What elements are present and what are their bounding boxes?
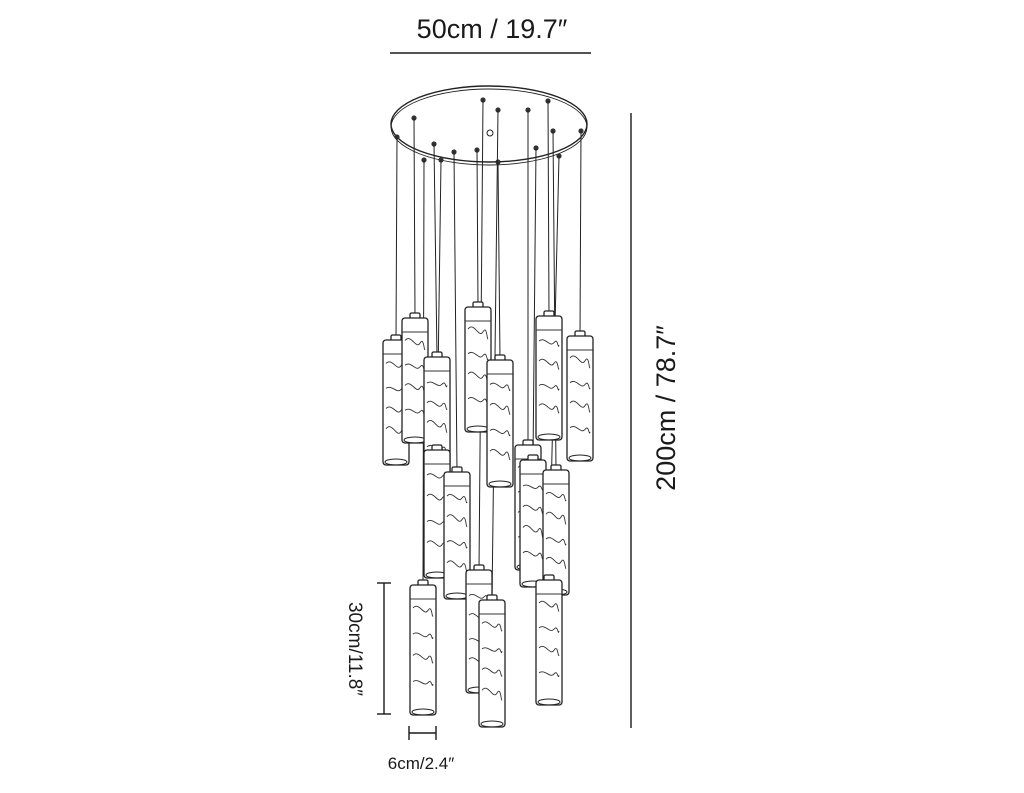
marble-vein bbox=[426, 420, 448, 433]
pendant-lights bbox=[382, 301, 594, 728]
pendant-body bbox=[486, 359, 514, 488]
tube-diameter-label: 6cm/2.4″ bbox=[388, 754, 455, 773]
suspension-wire-13 bbox=[547, 100, 550, 317]
pendant-bottom bbox=[488, 480, 512, 488]
marble-vein bbox=[489, 428, 511, 437]
suspension-wire-2 bbox=[413, 117, 416, 319]
canopy-center-screw bbox=[486, 129, 494, 137]
marble-vein bbox=[446, 494, 468, 504]
marble-vein bbox=[446, 514, 468, 527]
suspension-wire-7 bbox=[476, 149, 479, 308]
pendant-body bbox=[478, 599, 506, 728]
pendant-tube-7 bbox=[464, 301, 492, 433]
marble-vein bbox=[538, 339, 560, 347]
marble-vein bbox=[489, 382, 511, 391]
marble-vein bbox=[489, 403, 511, 415]
marble-vein bbox=[569, 426, 591, 434]
pendant-bottom bbox=[384, 458, 408, 466]
pendant-tube-3 bbox=[423, 351, 451, 481]
tube-diameter-dimension: 6cm/2.4″ bbox=[388, 726, 455, 773]
marble-vein bbox=[538, 358, 560, 370]
pendant-bottom bbox=[568, 454, 592, 462]
marble-vein bbox=[522, 525, 544, 538]
pendant-tube-13 bbox=[535, 310, 563, 441]
marble-vein bbox=[412, 605, 434, 617]
marble-vein bbox=[426, 400, 448, 410]
marble-vein bbox=[538, 626, 560, 633]
marble-vein bbox=[545, 492, 567, 502]
suspension-wire-3 bbox=[433, 143, 438, 358]
pendant-tube-14 bbox=[542, 464, 570, 596]
marble-vein bbox=[538, 671, 560, 678]
pendant-body bbox=[566, 335, 594, 462]
marble-vein bbox=[412, 653, 434, 664]
pendant-body bbox=[409, 584, 437, 716]
marble-vein bbox=[446, 540, 468, 549]
marble-vein bbox=[545, 511, 567, 525]
suspension-wire-1 bbox=[395, 136, 398, 341]
pendant-tube-12 bbox=[519, 454, 547, 588]
canopy-rim bbox=[390, 88, 588, 166]
pendant-body bbox=[535, 579, 563, 706]
marble-vein bbox=[467, 326, 489, 340]
canopy-disc bbox=[390, 85, 588, 163]
height-label: 200cm / 78.7″ bbox=[651, 325, 681, 491]
marble-vein bbox=[489, 449, 511, 460]
pendant-bottom bbox=[480, 720, 504, 728]
marble-vein bbox=[545, 557, 567, 569]
marble-vein bbox=[538, 600, 560, 612]
pendant-bottom bbox=[537, 698, 561, 706]
marble-vein bbox=[446, 560, 468, 573]
marble-vein bbox=[522, 504, 544, 514]
suspension-wire-5 bbox=[453, 151, 458, 473]
pendant-tube-6 bbox=[409, 579, 437, 716]
marble-vein bbox=[569, 355, 591, 369]
marble-vein bbox=[569, 400, 591, 413]
suspension-wire-12 bbox=[532, 147, 537, 461]
marble-vein bbox=[481, 647, 503, 654]
marble-vein bbox=[412, 632, 434, 639]
marble-vein bbox=[426, 381, 448, 388]
tube-length-label: 30cm/11.8″ bbox=[344, 602, 365, 696]
marble-vein bbox=[481, 621, 503, 632]
marble-vein bbox=[522, 484, 544, 491]
pendant-tube-16 bbox=[566, 330, 594, 462]
marble-vein bbox=[522, 551, 544, 560]
marble-vein bbox=[481, 667, 503, 677]
pendant-tube-15 bbox=[535, 574, 563, 706]
ceiling-canopy bbox=[390, 85, 588, 166]
pendant-tube-10 bbox=[478, 594, 506, 728]
marble-vein bbox=[467, 352, 489, 361]
pendant-bottom bbox=[411, 708, 435, 716]
marble-vein bbox=[538, 646, 560, 656]
pendant-bottom bbox=[537, 433, 561, 441]
height-dimension: 200cm / 78.7″ bbox=[630, 113, 681, 728]
suspension-wire-9 bbox=[497, 161, 501, 361]
pendant-tube-5 bbox=[443, 466, 471, 600]
pendant-body bbox=[535, 315, 563, 441]
pendant-tube-9 bbox=[486, 354, 514, 488]
marble-vein bbox=[538, 403, 560, 414]
marble-vein bbox=[481, 687, 503, 701]
width-label: 50cm / 19.7″ bbox=[417, 14, 568, 44]
marble-vein bbox=[538, 384, 560, 391]
pendant-body bbox=[519, 459, 547, 588]
marble-vein bbox=[569, 381, 591, 390]
marble-vein bbox=[412, 680, 434, 686]
tube-length-dimension: 30cm/11.8″ bbox=[344, 582, 391, 715]
marble-vein bbox=[545, 537, 567, 546]
suspension-wire-16 bbox=[579, 130, 582, 337]
width-dimension: 50cm / 19.7″ bbox=[390, 14, 591, 54]
marble-vein bbox=[404, 338, 426, 350]
